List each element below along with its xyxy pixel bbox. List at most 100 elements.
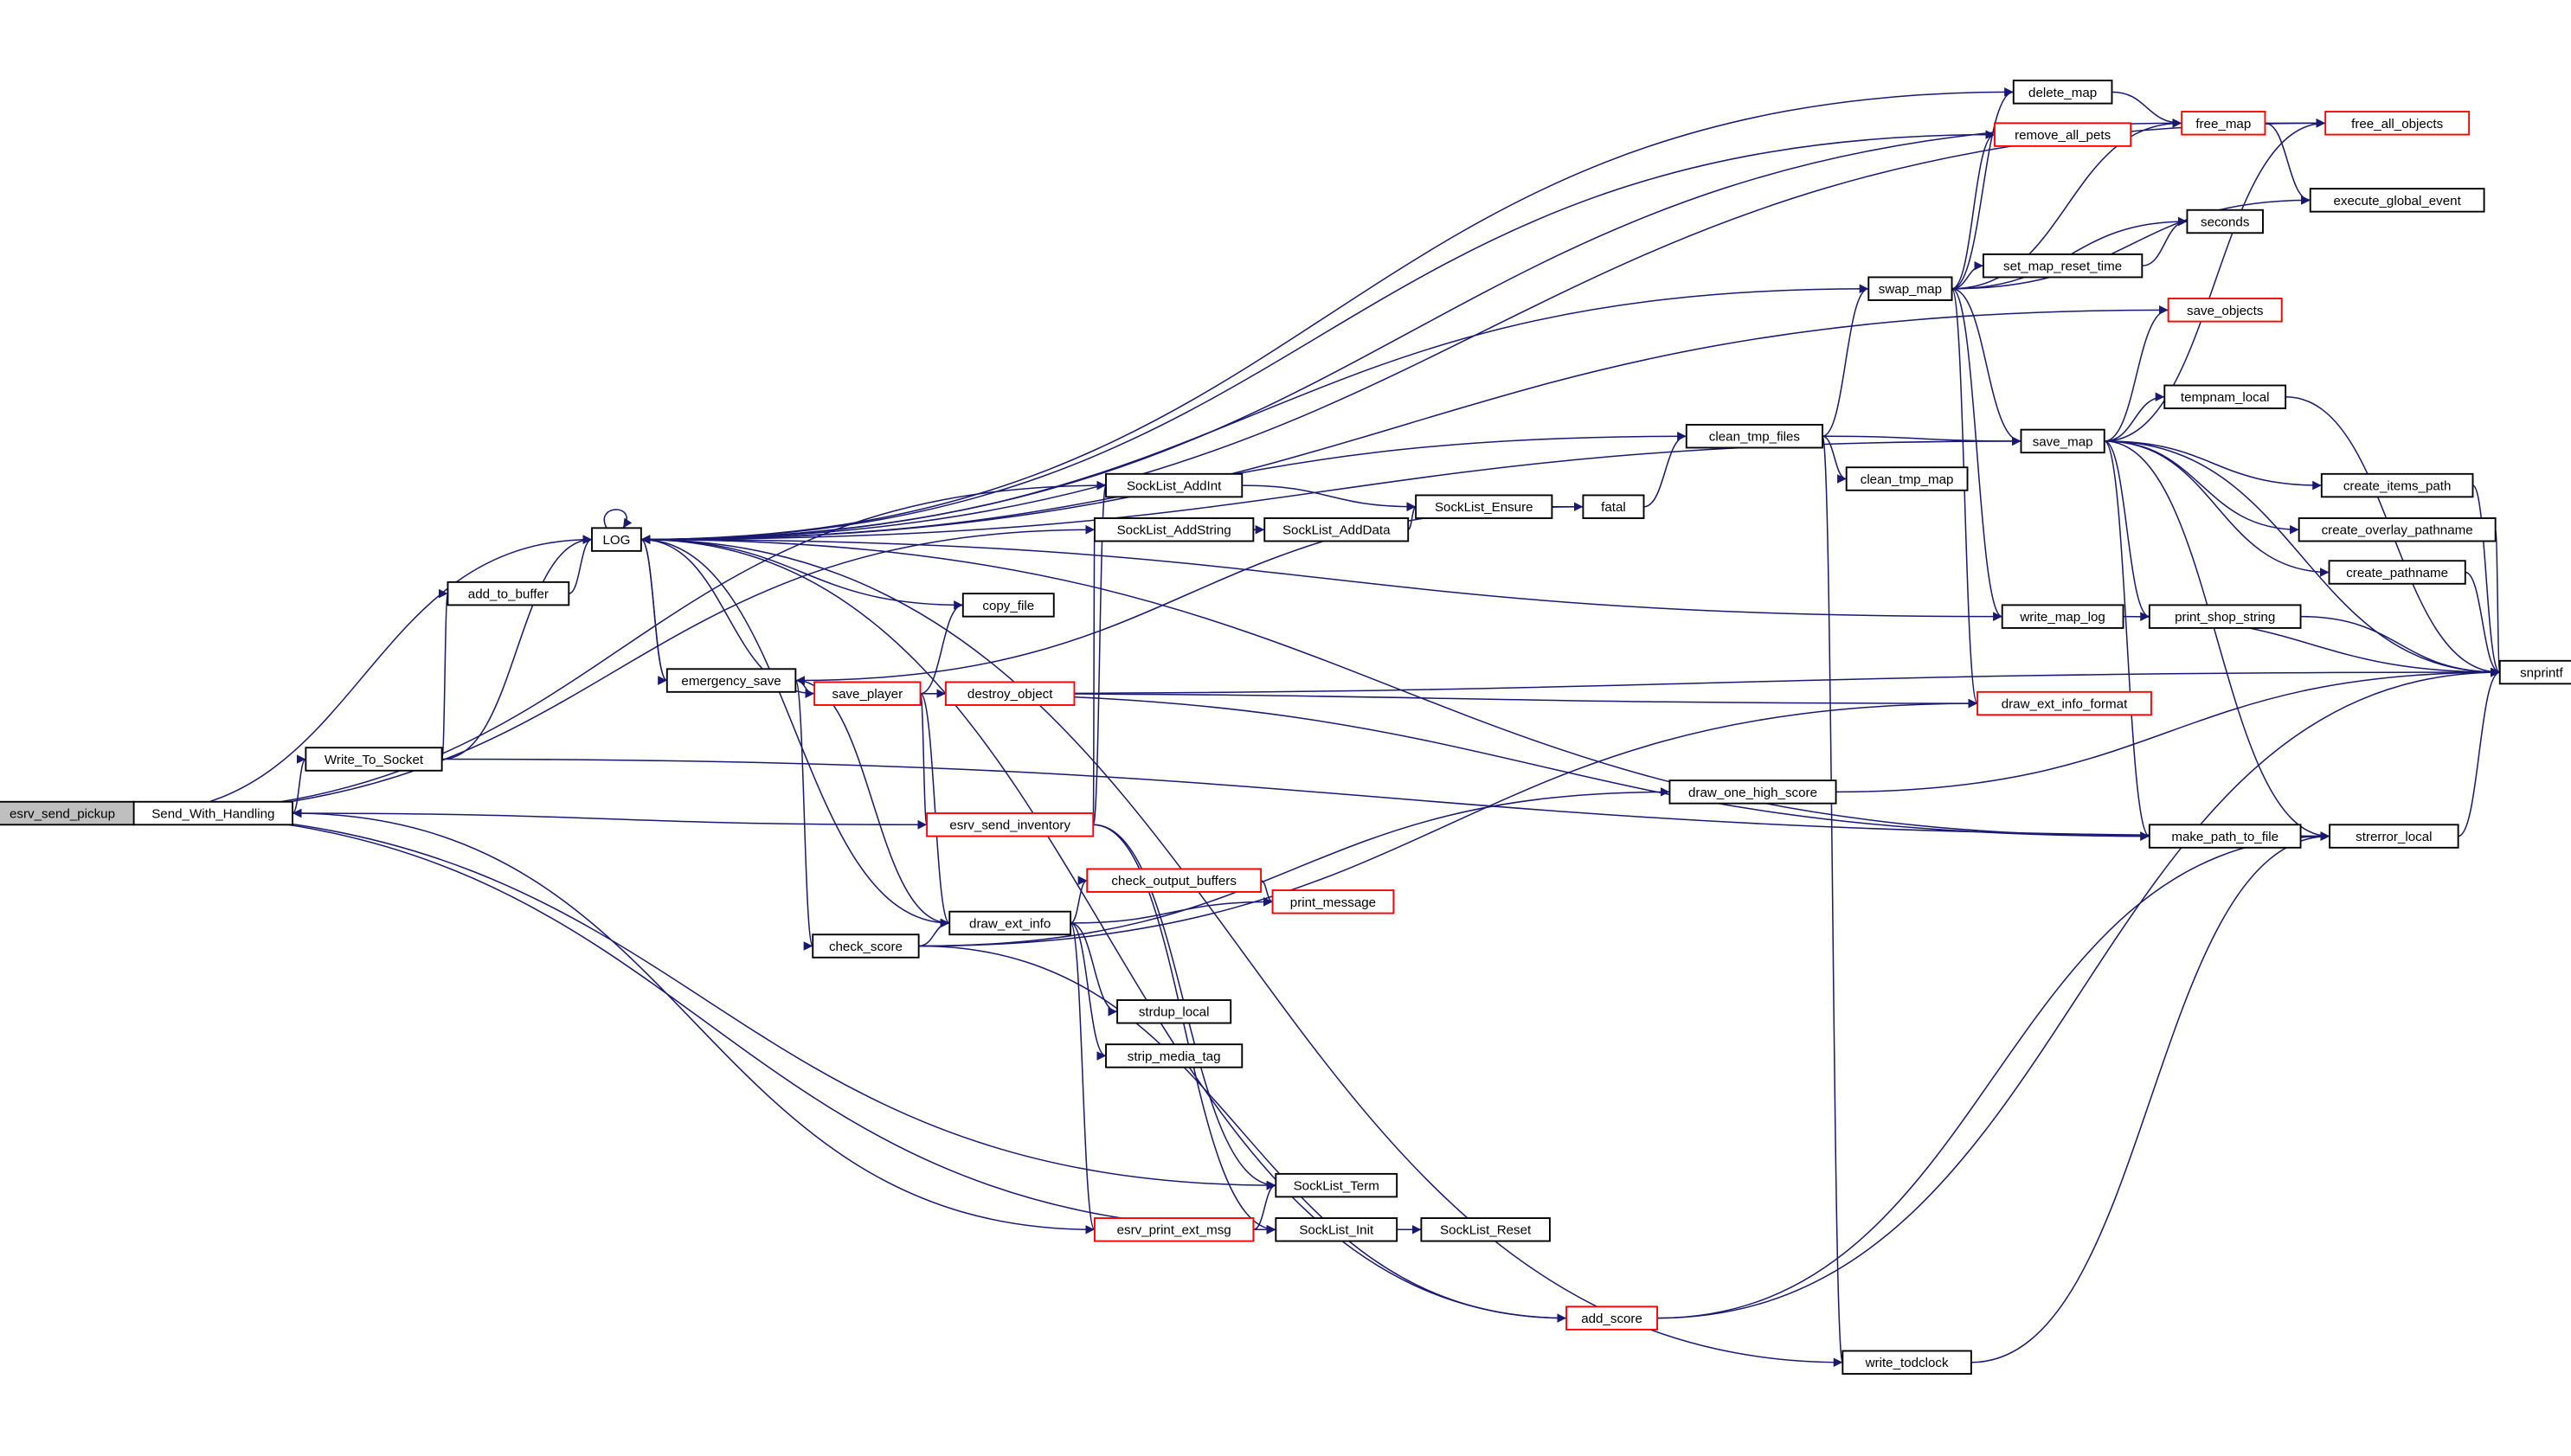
node-check-score[interactable]: check_score xyxy=(812,933,920,959)
node-socklist-addint[interactable]: SockList_AddInt xyxy=(1105,472,1244,498)
node-draw-ext-info[interactable]: draw_ext_info xyxy=(948,910,1072,936)
node-print-shop-string[interactable]: print_shop_string xyxy=(2148,604,2302,629)
node-socklist-adddata[interactable]: SockList_AddData xyxy=(1263,517,1410,542)
node-copy-file[interactable]: copy_file xyxy=(961,593,1055,618)
node-label: Write_To_Socket xyxy=(325,753,424,767)
node-esrv-send-pickup[interactable]: esrv_send_pickup xyxy=(0,800,135,826)
node-execute-global-event[interactable]: execute_global_event xyxy=(2309,188,2485,213)
node-strip-media-tag[interactable]: strip_media_tag xyxy=(1105,1043,1244,1068)
node-socklist-init[interactable]: SockList_Init xyxy=(1275,1217,1398,1242)
node-print-message[interactable]: print_message xyxy=(1271,889,1395,914)
node-label: check_score xyxy=(829,940,903,954)
node-box xyxy=(2498,659,2571,685)
node-box xyxy=(2320,472,2474,498)
node-save-objects[interactable]: save_objects xyxy=(2167,298,2283,323)
node-set-map-reset-time[interactable]: set_map_reset_time xyxy=(1982,253,2144,279)
edge-check_score-to-draw_ext_info xyxy=(918,918,950,947)
node-box xyxy=(1116,999,1232,1024)
node-seconds[interactable]: seconds xyxy=(2186,208,2264,234)
node-box xyxy=(1841,1350,1972,1375)
node-destroy-object[interactable]: destroy_object xyxy=(944,681,1076,706)
node-free-all-objects[interactable]: free_all_objects xyxy=(2324,111,2471,136)
node-strdup-local[interactable]: strdup_local xyxy=(1116,999,1232,1024)
edge-esrv_send_pickup-to-SockList_AddString xyxy=(133,524,1095,814)
node-swap-map[interactable]: swap_map xyxy=(1867,276,1953,301)
node-free-map[interactable]: free_map xyxy=(2181,111,2266,136)
edge-Write_To_Socket-to-LOG xyxy=(441,535,593,760)
node-label: draw_one_high_score xyxy=(1688,786,1817,800)
node-emergency-save[interactable]: emergency_save xyxy=(665,668,797,693)
node-make-path-to-file[interactable]: make_path_to_file xyxy=(2148,824,2302,849)
node-create-pathname[interactable]: create_pathname xyxy=(2328,560,2466,585)
node-box xyxy=(812,933,920,959)
node-remove-all-pets[interactable]: remove_all_pets xyxy=(1994,122,2132,147)
edge-free_map-to-execute_global_event xyxy=(2265,122,2311,205)
node-esrv-print-ext-msg[interactable]: esrv_print_ext_msg xyxy=(1094,1217,1255,1242)
node-write-to-socket[interactable]: Write_To_Socket xyxy=(305,747,443,772)
node-socklist-ensure[interactable]: SockList_Ensure xyxy=(1415,494,1553,519)
node-add-score[interactable]: add_score xyxy=(1565,1305,1658,1331)
node-add-to-buffer[interactable]: add_to_buffer xyxy=(447,580,570,606)
edge-LOG-to-LOG xyxy=(603,509,633,529)
node-socklist-addstring[interactable]: SockList_AddString xyxy=(1094,517,1255,542)
edge-save_player-to-snprintf xyxy=(920,667,2500,695)
edge-esrv_print_ext_msg-to-SockList_Term xyxy=(1253,1180,1276,1231)
edge-swap_map-to-write_map_log xyxy=(1951,287,2003,621)
edge-add_to_buffer-to-LOG xyxy=(569,535,593,594)
edge-esrv_send_inventory-to-Send_With_Handling xyxy=(292,808,928,826)
node-box xyxy=(1094,1217,1255,1242)
node-box xyxy=(1976,690,2152,716)
node-write-map-log[interactable]: write_map_log xyxy=(2001,604,2124,629)
edge-check_score-to-draw_one_high_score xyxy=(918,787,1670,947)
edge-clean_tmp_files-to-swap_map xyxy=(1822,284,1869,437)
node-check-output-buffers[interactable]: check_output_buffers xyxy=(1086,868,1263,893)
edge-write_map_log-to-LOG xyxy=(640,535,2002,618)
edge-write_todclock-to-strerror_local xyxy=(1970,831,2330,1363)
node-log[interactable]: LOG xyxy=(591,527,642,552)
node-socklist-term[interactable]: SockList_Term xyxy=(1275,1172,1398,1198)
node-label: SockList_Reset xyxy=(1440,1223,1532,1238)
edge-save_map-to-print_shop_string xyxy=(2104,440,2150,621)
node-esrv-send-inventory[interactable]: esrv_send_inventory xyxy=(926,812,1095,837)
node-write-todclock[interactable]: write_todclock xyxy=(1841,1350,1972,1375)
edge-draw_ext_info-to-print_message xyxy=(1070,897,1273,924)
node-label: check_output_buffers xyxy=(1111,874,1237,888)
edge-check_score-to-draw_ext_info_format xyxy=(918,698,1978,947)
edge-add_score-to-snprintf xyxy=(1657,667,2500,1319)
node-box xyxy=(1415,494,1553,519)
node-send-with-handling[interactable]: Send_With_Handling xyxy=(132,800,293,826)
node-label: remove_all_pets xyxy=(2015,128,2111,143)
node-label: add_to_buffer xyxy=(468,587,549,602)
edge-delete_map-to-free_map xyxy=(2111,91,2182,128)
node-socklist-reset[interactable]: SockList_Reset xyxy=(1420,1217,1551,1242)
node-box xyxy=(2163,384,2287,409)
node-box xyxy=(2186,208,2264,234)
node-strerror-local[interactable]: strerror_local xyxy=(2329,824,2459,849)
node-fatal[interactable]: fatal xyxy=(1582,494,1645,519)
edge-clean_tmp_files-to-write_todclock xyxy=(1822,435,1844,1367)
edge-swap_map-to-free_map xyxy=(1951,119,2182,290)
node-box xyxy=(948,910,1072,936)
node-save-player[interactable]: save_player xyxy=(813,681,922,706)
node-label: strip_media_tag xyxy=(1128,1049,1221,1064)
edge-save_player-to-draw_ext_info xyxy=(919,692,950,928)
node-tempnam-local[interactable]: tempnam_local xyxy=(2163,384,2287,409)
node-draw-ext-info-format[interactable]: draw_ext_info_format xyxy=(1976,690,2152,716)
node-draw-one-high-score[interactable]: draw_one_high_score xyxy=(1668,779,1837,805)
node-delete-map[interactable]: delete_map xyxy=(2012,80,2113,105)
node-box xyxy=(1582,494,1645,519)
node-create-items-path[interactable]: create_items_path xyxy=(2320,472,2474,498)
node-label: create_pathname xyxy=(2346,566,2448,580)
node-clean-tmp-map[interactable]: clean_tmp_map xyxy=(1845,466,1969,491)
node-create-overlay-pathname[interactable]: create_overlay_pathname xyxy=(2298,517,2497,542)
edge-draw_ext_info-to-strip_media_tag xyxy=(1070,922,1107,1061)
node-snprintf[interactable]: snprintf xyxy=(2498,659,2571,685)
edge-draw_ext_info-to-LOG xyxy=(640,535,950,924)
edge-swap_map-to-LOG xyxy=(640,287,1869,544)
node-label: SockList_Ensure xyxy=(1435,500,1533,515)
node-label: write_todclock xyxy=(1865,1356,1949,1370)
node-save-map[interactable]: save_map xyxy=(2020,428,2105,454)
node-clean-tmp-files[interactable]: clean_tmp_files xyxy=(1685,424,1823,449)
